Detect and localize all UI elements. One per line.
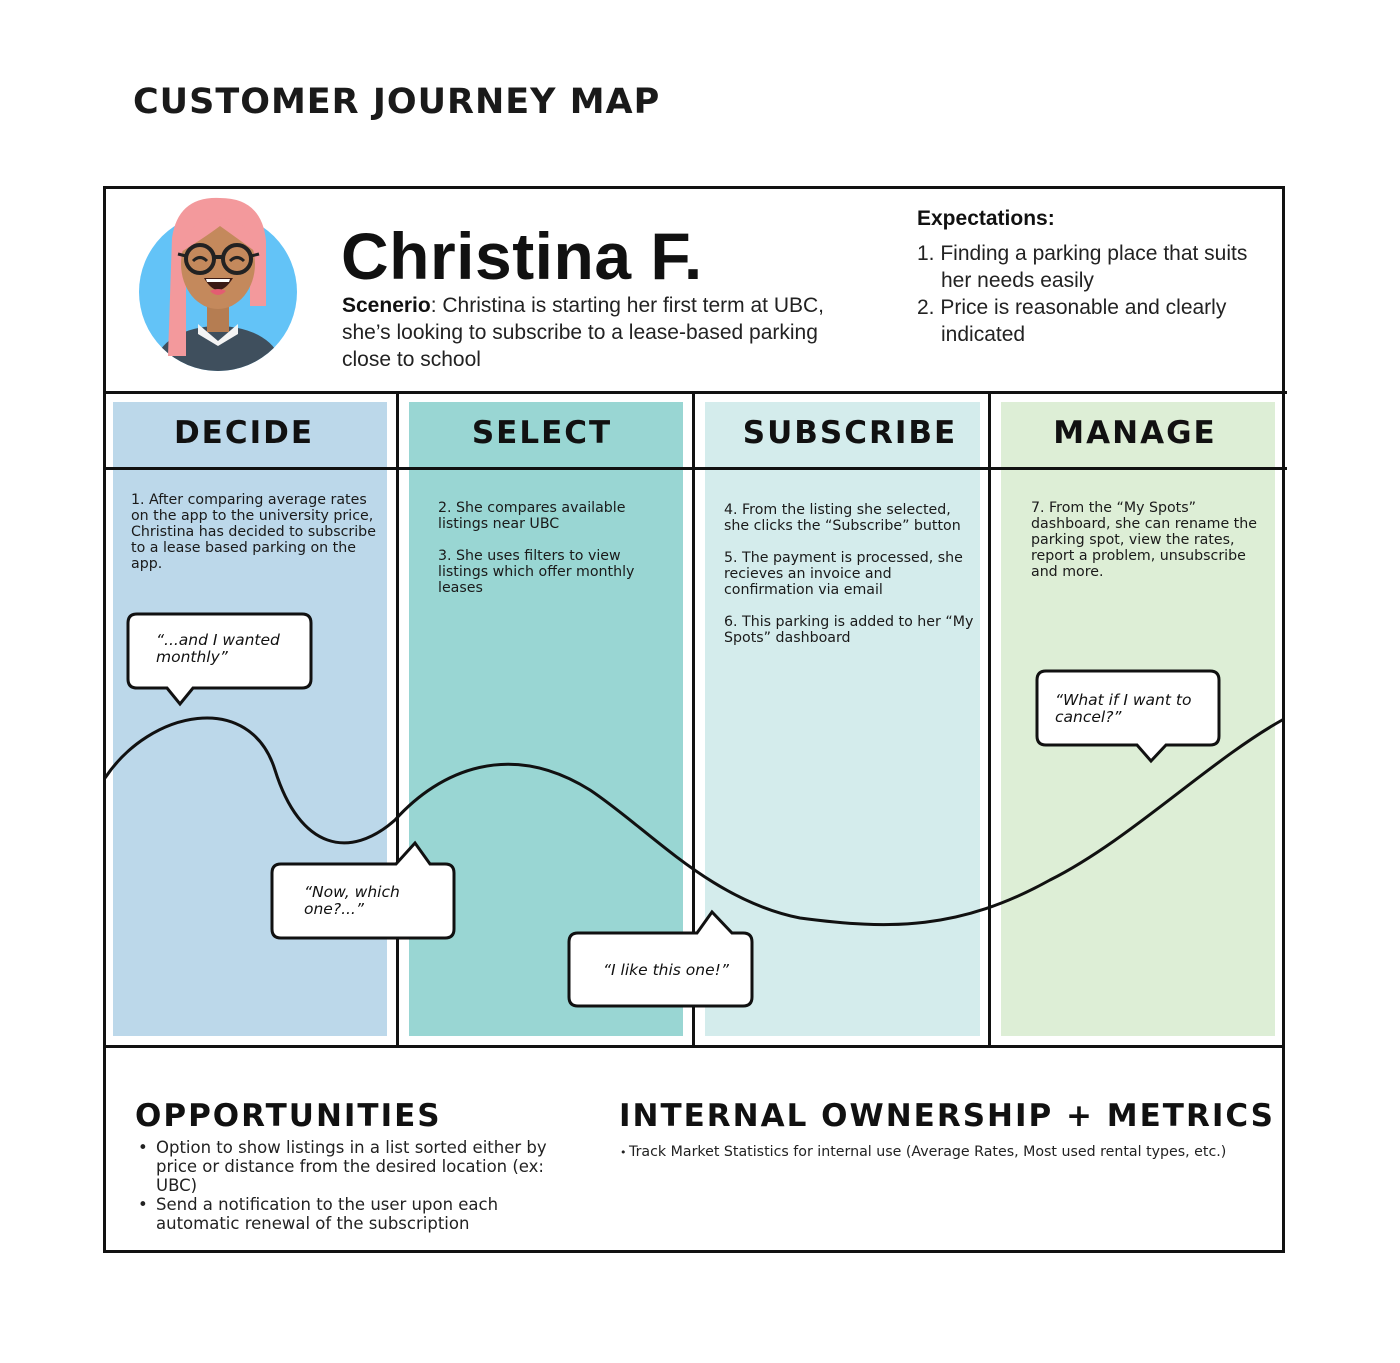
scenario-label: Scenerio (342, 294, 431, 317)
stage-title-manage: MANAGE (1053, 415, 1217, 451)
stage-steps-subscribe: 4. From the listing she selected, she cl… (724, 502, 974, 662)
emotion-curve (103, 716, 1285, 927)
expectations-title: Expectations: (917, 207, 1055, 230)
quote-decide: “...and I wanted monthly” (156, 631, 280, 666)
page-title: CUSTOMER JOURNEY MAP (133, 82, 661, 122)
stage-title-decide: DECIDE (173, 415, 315, 451)
expectation-item: 1. Finding a parking place that suits he… (917, 242, 1248, 292)
stage-steps-manage: 7. From the “My Spots” dashboard, she ca… (1031, 500, 1271, 596)
step-text: 7. From the “My Spots” dashboard, she ca… (1031, 500, 1257, 580)
opportunity-item: Send a notification to the user upon eac… (136, 1195, 556, 1233)
step-text: 1. After comparing average rates on the … (131, 492, 376, 572)
step-text: 5. The payment is processed, she recieve… (724, 550, 963, 598)
stage-steps-decide: 1. After comparing average rates on the … (131, 492, 381, 588)
persona-scenario: Scenerio: Christina is starting her firs… (342, 292, 862, 373)
speech-bubble-select (270, 840, 456, 940)
quote-select: “Now, which one?...” (304, 883, 400, 918)
scenario-text: : Christina is starting her first term a… (342, 294, 824, 371)
metrics-list: Track Market Statistics for internal use… (620, 1144, 1280, 1161)
opportunities-list: Option to show listings in a list sorted… (136, 1138, 556, 1233)
divider-col-1 (396, 391, 399, 1048)
speech-bubble-manage (1035, 669, 1221, 764)
stage-title-select: SELECT (471, 415, 613, 451)
speech-bubble-subscribe (567, 909, 754, 1008)
divider-persona (103, 391, 1287, 394)
divider-col-2 (692, 391, 695, 1048)
stage-bg-subscribe (705, 402, 980, 1036)
divider-col-3 (988, 391, 991, 1048)
step-text: 3. She uses filters to view listings whi… (438, 548, 635, 596)
avatar-icon (139, 197, 297, 371)
speech-bubble-decide (126, 612, 313, 707)
metrics-title: INTERNAL OWNERSHIP + METRICS (619, 1098, 1276, 1134)
quote-manage: “What if I want to cancel?” (1055, 691, 1192, 726)
expectation-item: 2. Price is reasonable and clearly indic… (917, 296, 1227, 346)
step-text: 6. This parking is added to her “My Spot… (724, 614, 974, 646)
opportunity-item: Option to show listings in a list sorted… (136, 1138, 556, 1195)
opportunities-title: OPPORTUNITIES (135, 1098, 442, 1134)
divider-stage-headers (103, 467, 1287, 470)
expectations-list: 1. Finding a parking place that suits he… (917, 240, 1267, 348)
persona-name: Christina F. (341, 219, 703, 293)
metric-item: Track Market Statistics for internal use… (620, 1144, 1280, 1161)
stage-steps-select: 2. She compares available listings near … (438, 500, 673, 612)
quote-subscribe: “I like this one!” (603, 961, 729, 979)
stage-title-subscribe: SUBSCRIBE (742, 415, 958, 451)
step-text: 4. From the listing she selected, she cl… (724, 502, 961, 534)
step-text: 2. She compares available listings near … (438, 500, 626, 532)
